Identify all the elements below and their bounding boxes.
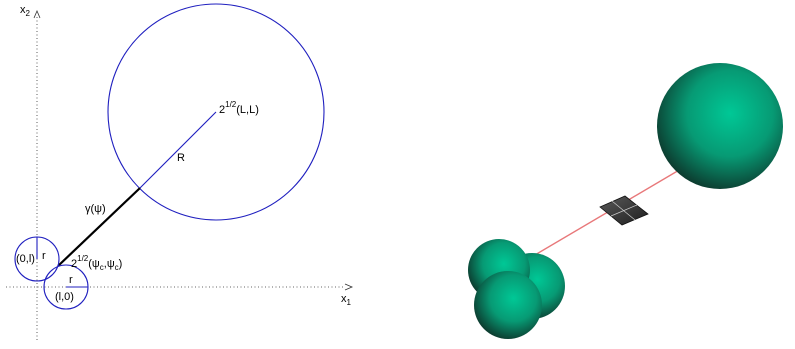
large-circle-radius-label: R	[177, 152, 185, 164]
small-sphere-front	[474, 271, 542, 339]
contact-point-label: 21/2(ψc,ψc)	[71, 254, 122, 272]
x2-axis-arrowhead	[33, 9, 41, 19]
large-circle-center-label: 21/2(L,L)	[219, 100, 259, 116]
small-circle-top-radius-label: r	[42, 250, 46, 262]
gamma-curve	[57, 187, 141, 267]
large-sphere	[657, 63, 783, 189]
configuration-diagram: x2 x1 21/2(L,L) R γ(ψ) (0,l) r r (l,0) 2…	[6, 3, 354, 340]
small-circle-bottom-radius-label: r	[69, 274, 73, 286]
x2-axis-label: x2	[20, 4, 31, 18]
large-circle	[107, 3, 325, 221]
x1-axis-arrowhead	[344, 283, 354, 291]
large-circle-radius	[139, 111, 217, 189]
laser-beam	[522, 165, 687, 263]
small-circle-bottom-center-label: (l,0)	[55, 291, 74, 303]
gamma-curve-label: γ(ψ)	[85, 203, 106, 215]
mirror-plate	[599, 195, 649, 226]
small-circle-top-center-label: (0,l)	[16, 253, 35, 265]
three-sphere-render	[468, 63, 783, 339]
x1-axis-label: x1	[341, 293, 352, 307]
